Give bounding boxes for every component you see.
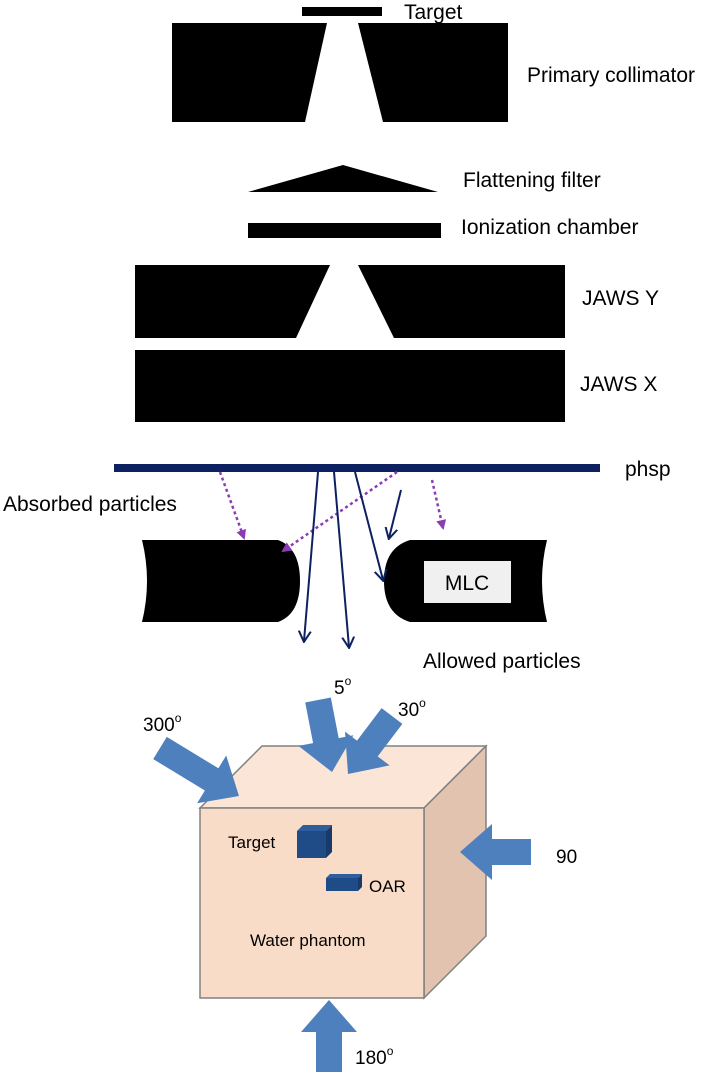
beam-5-label: 5o [334, 674, 352, 699]
allowed-arrow-2 [333, 471, 349, 647]
jaws-y-right [358, 265, 565, 338]
absorbed-arrow-2 [281, 470, 398, 553]
primary-collimator-right [358, 23, 508, 122]
flattening-filter [248, 165, 438, 192]
mlc-leaf-left [142, 540, 300, 622]
primary-collimator-label: Primary collimator [527, 64, 695, 87]
target-block [302, 7, 382, 16]
jaws-y-label: JAWS Y [582, 287, 659, 310]
absorbed-particles-label: Absorbed particles [3, 493, 177, 516]
phsp-line [114, 464, 600, 472]
target-organ-label: Target [228, 833, 276, 852]
water-phantom-label: Water phantom [250, 931, 366, 950]
beam-arrow-5 [298, 697, 354, 772]
mlc-label-box [424, 561, 511, 603]
oar-label: OAR [369, 877, 406, 896]
absorbed-arrow-1 [218, 471, 246, 540]
jaws-y-left [135, 265, 330, 338]
allowed-arrow-1 [304, 471, 319, 641]
oar-organ [326, 874, 362, 891]
allowed-arrow-4 [389, 489, 402, 538]
target-organ [297, 825, 332, 858]
ionization-chamber [248, 223, 441, 238]
primary-collimator-left [172, 23, 327, 122]
beam-30-label: 30o [398, 696, 426, 721]
jaws-x-block [135, 350, 565, 422]
allowed-arrow-3 [354, 471, 383, 580]
beam-arrow-30 [345, 708, 403, 774]
beam-180-label: 180o [355, 1044, 394, 1069]
beam-300-label: 300o [143, 711, 182, 736]
beam-arrow-90 [460, 824, 531, 880]
absorbed-arrow-3 [430, 479, 447, 530]
beam-arrows [153, 697, 531, 1072]
beam-arrow-300 [153, 736, 239, 804]
beam-arrow-180 [301, 1000, 357, 1072]
jaws-x-label: JAWS X [580, 373, 657, 396]
phsp-label: phsp [625, 458, 671, 481]
mlc-label: MLC [445, 572, 489, 595]
allowed-particles-label: Allowed particles [423, 650, 581, 673]
beam-90-label: 90 [556, 847, 577, 868]
flattening-filter-label: Flattening filter [463, 169, 601, 192]
target-label: Target [404, 1, 463, 24]
ionization-chamber-label: Ionization chamber [461, 216, 638, 239]
